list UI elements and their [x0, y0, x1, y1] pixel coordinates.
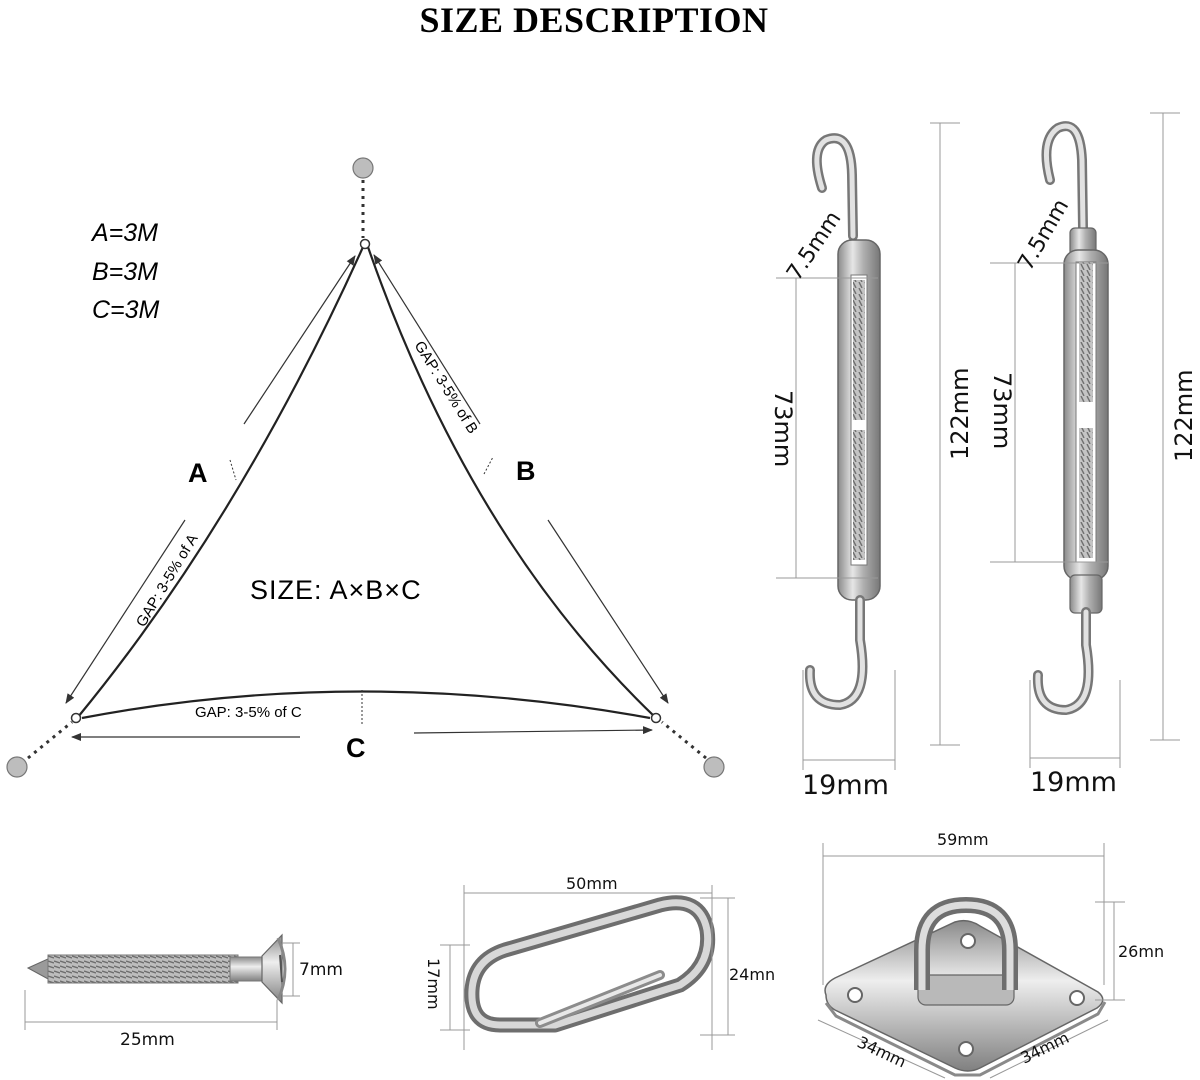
- pad-eye-plate: 59mm 26mn 34mm 34mm: [817, 830, 1164, 1079]
- pad-eye-height-dim: 26mn: [1118, 942, 1164, 961]
- carabiner-length-dim: 50mm: [566, 874, 618, 893]
- screw-icon: [26, 933, 287, 1005]
- arrow-b-down: [547, 519, 669, 704]
- carabiner-inner-dim: 17mm: [424, 958, 443, 1010]
- turnbuckle-right: 7.5mm 73mm 122mm 19mm: [988, 112, 1198, 798]
- legend-c: C=3M: [92, 296, 160, 324]
- anchor-right-icon: [703, 756, 725, 778]
- side-b-label: B: [516, 456, 536, 486]
- tb-left-hook-gap: 7.5mm: [782, 207, 846, 286]
- turnbuckle-left-icon: [804, 133, 881, 711]
- shade-sail-triangle: A B C SIZE: A×B×C GAP: 3-5% of A GAP: 3-…: [6, 157, 725, 778]
- arrow-a-down: [65, 519, 186, 704]
- carabiner-outer-dim: 24mn: [729, 965, 775, 984]
- gap-c-label: GAP: 3-5% of C: [195, 704, 302, 721]
- sail-edge-b: [366, 246, 656, 718]
- legend-a: A=3M: [90, 219, 158, 247]
- tb-right-width: 19mm: [1030, 767, 1117, 798]
- arrow-b-up: [373, 254, 481, 425]
- pad-eye-width-dim: 59mm: [937, 830, 989, 849]
- sail-edge-a: [77, 246, 365, 718]
- legend-b: B=3M: [92, 258, 158, 286]
- turnbuckle-right-icon: [1032, 121, 1109, 716]
- carabiner: 50mm 24mn 17mm: [424, 874, 775, 1050]
- pad-eye-icon: [824, 896, 1107, 1077]
- side-a-label: A: [188, 458, 208, 488]
- page-title: SIZE DESCRIPTION: [419, 0, 769, 40]
- ring-right-icon: [650, 712, 662, 724]
- legend: A=3M B=3M C=3M: [90, 219, 160, 324]
- tb-right-total: 122mm: [1170, 369, 1198, 462]
- tb-left-width: 19mm: [802, 770, 889, 801]
- tb-right-body: 73mm: [988, 372, 1016, 449]
- carabiner-icon: [464, 895, 716, 1033]
- side-c-label: C: [346, 733, 366, 763]
- gap-tick-b: [483, 456, 494, 475]
- ring-top-icon: [359, 238, 371, 250]
- gap-b-label: GAP: 3-5% of B: [411, 338, 482, 437]
- ring-left-icon: [70, 712, 82, 724]
- tb-left-total: 122mm: [946, 367, 974, 460]
- turnbuckle-left: 7.5mm 73mm 122mm 19mm: [769, 122, 974, 801]
- anchor-top-icon: [352, 157, 374, 179]
- screw-head-dim: 7mm: [299, 960, 343, 980]
- screw: 7mm 25mm: [24, 933, 343, 1050]
- gap-tick-a: [229, 459, 237, 481]
- anchor-left-icon: [6, 756, 28, 778]
- connector-right: [661, 720, 707, 760]
- connector-left: [27, 720, 73, 760]
- size-label: SIZE: A×B×C: [250, 575, 422, 605]
- tb-left-body: 73mm: [769, 390, 797, 467]
- arrow-c-right: [413, 726, 653, 735]
- gap-a-label: GAP: 3-5% of A: [133, 531, 202, 630]
- sail-edge-c: [81, 690, 651, 720]
- screw-length-dim: 25mm: [120, 1030, 175, 1050]
- arrow-a-up: [243, 255, 356, 425]
